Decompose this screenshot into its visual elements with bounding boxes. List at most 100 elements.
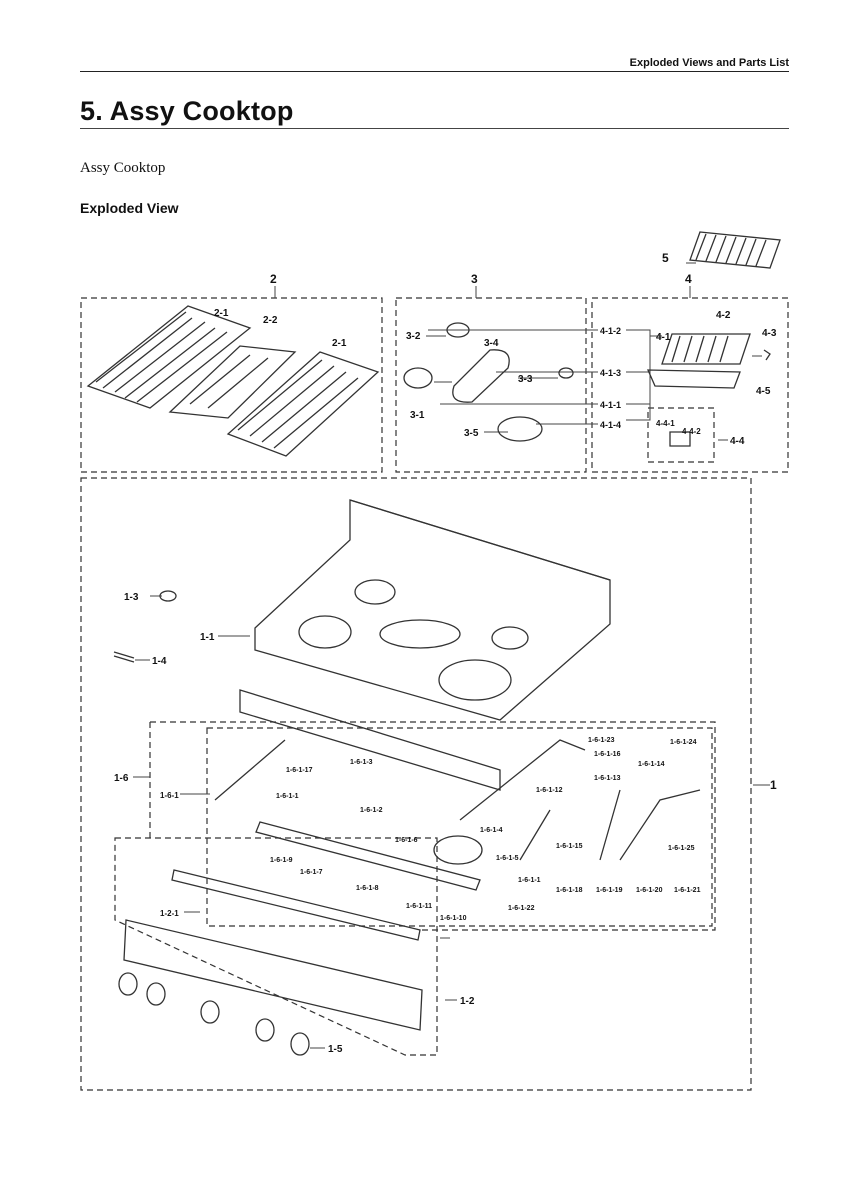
callout-label: 4-1-4 bbox=[600, 420, 621, 430]
callout-label: 4-1-3 bbox=[600, 368, 621, 378]
exploded-view-heading: Exploded View bbox=[80, 200, 179, 216]
callout-label: 1-6 bbox=[114, 773, 129, 784]
title-rule bbox=[80, 128, 789, 129]
callout-label: 1 bbox=[770, 778, 777, 792]
burner-cap-medium-icon bbox=[403, 367, 433, 389]
callout-label: 1-6-1-18 bbox=[556, 887, 583, 894]
callout-label: 1-6-1-22 bbox=[508, 905, 535, 912]
griddle-tray-icon bbox=[646, 369, 741, 389]
callout-label: 4-4-2 bbox=[682, 427, 701, 436]
callout-label: 4-4 bbox=[730, 436, 745, 447]
callout-label: 1-6-1-21 bbox=[674, 887, 701, 894]
callout-label: 1-6-1-9 bbox=[270, 857, 293, 864]
callout-label: 1-4 bbox=[152, 656, 167, 667]
cooktop-panel-icon bbox=[254, 499, 611, 721]
screw-1-4-icon bbox=[113, 651, 135, 663]
callout-label: 1-6-1-16 bbox=[594, 751, 621, 758]
callout-label: 3-2 bbox=[406, 331, 421, 342]
group-4-4-box bbox=[647, 407, 715, 463]
callout-label: 1-6-1-19 bbox=[596, 887, 623, 894]
callout-label: 2 bbox=[270, 272, 277, 286]
callout-label: 1-6-1-24 bbox=[670, 739, 697, 746]
grate-center-icon bbox=[168, 345, 297, 419]
group-1-box bbox=[80, 477, 752, 1091]
oval-burner-cap-icon bbox=[452, 349, 510, 403]
callout-labels: 5 2 3 4 1 2-1 2-2 2-1 3-2 3-4 3-3 3-1 3-… bbox=[114, 251, 777, 1055]
callout-label: 1-6-1-17 bbox=[286, 767, 313, 774]
griddle-grate-icon bbox=[661, 333, 751, 365]
bracket-icon bbox=[669, 431, 691, 447]
callout-label: 1-6-1 bbox=[160, 791, 179, 800]
callout-label: 1-6-1-25 bbox=[668, 845, 695, 852]
callout-label: 3-1 bbox=[410, 410, 425, 421]
callout-label: 1-6-1-3 bbox=[350, 759, 373, 766]
grate-left-icon bbox=[86, 305, 252, 409]
callout-label: 4-4-1 bbox=[656, 419, 675, 428]
gas-tubes-icon bbox=[214, 739, 701, 861]
manifold-bracket-icon bbox=[239, 689, 501, 791]
callout-label: 1-6-1-23 bbox=[588, 737, 615, 744]
burner-head-icon bbox=[497, 416, 543, 442]
callout-label: 4-2 bbox=[716, 310, 731, 321]
callout-label: 2-1 bbox=[332, 338, 347, 349]
callout-label: 1-6-1-12 bbox=[536, 787, 563, 794]
callout-label: 1-1 bbox=[200, 632, 215, 643]
callout-label: 1-6-1-5 bbox=[496, 855, 519, 862]
callout-label: 1-6-1-14 bbox=[638, 761, 665, 768]
burner-cap-mini-icon bbox=[558, 367, 574, 379]
callout-label: 1-6-1-10 bbox=[440, 915, 467, 922]
callout-label: 1-6-1-15 bbox=[556, 843, 583, 850]
callout-label: 1-6-1-8 bbox=[356, 885, 379, 892]
running-header: Exploded Views and Parts List bbox=[629, 57, 789, 69]
callout-label: 2-2 bbox=[263, 315, 278, 326]
cap-1-3-icon bbox=[159, 590, 177, 602]
group-2-box bbox=[80, 297, 383, 473]
group-1-6-1-box bbox=[206, 727, 713, 927]
group-1-6-box bbox=[149, 721, 716, 931]
burner-cap-small-icon bbox=[446, 322, 470, 338]
grate-right-icon bbox=[226, 351, 380, 457]
knob-icon[interactable] bbox=[290, 1032, 310, 1056]
callout-label: 1-6-1-6 bbox=[395, 837, 418, 844]
control-knobs bbox=[118, 972, 310, 1056]
callout-label: 3 bbox=[471, 272, 478, 286]
clip-icon bbox=[763, 349, 771, 361]
callout-label: 1-6-1-7 bbox=[300, 869, 323, 876]
callout-label: 4 bbox=[685, 272, 692, 286]
callout-label: 4-1-2 bbox=[600, 326, 621, 336]
callout-label: 1-6-1-1 bbox=[276, 793, 299, 800]
knob-icon[interactable] bbox=[118, 972, 138, 996]
callout-label: 1-6-1-20 bbox=[636, 887, 663, 894]
callout-label: 2-1 bbox=[214, 308, 229, 319]
callout-label: 4-1-1 bbox=[600, 400, 621, 410]
section-title: 5. Assy Cooktop bbox=[80, 96, 294, 126]
callout-label: 5 bbox=[662, 251, 669, 265]
knob-icon[interactable] bbox=[146, 982, 166, 1006]
control-panel-icon bbox=[123, 919, 423, 1031]
assembly-name: Assy Cooktop bbox=[80, 160, 166, 176]
callout-label: 4-3 bbox=[762, 328, 777, 339]
callout-label: 1-2 bbox=[460, 996, 475, 1007]
knob-icon[interactable] bbox=[255, 1018, 275, 1042]
callout-label: 3-3 bbox=[518, 374, 533, 385]
callout-label: 1-5 bbox=[328, 1044, 343, 1055]
callout-label: 3-4 bbox=[484, 338, 499, 349]
callout-label: 1-6-1-13 bbox=[594, 775, 621, 782]
group-1-2-box bbox=[114, 837, 438, 1056]
callout-label: 4-1 bbox=[656, 332, 671, 343]
burner-1-6-1-5-icon bbox=[433, 835, 483, 865]
knob-icon[interactable] bbox=[200, 1000, 220, 1024]
callout-label: 1-6-1-1 bbox=[518, 877, 541, 884]
callout-label: 1-6-1-4 bbox=[480, 827, 503, 834]
gas-manifold-icon bbox=[255, 821, 481, 891]
callout-label: 1-6-1-11 bbox=[406, 903, 432, 910]
callout-label: 3-5 bbox=[464, 428, 479, 439]
header-rule bbox=[80, 71, 789, 72]
control-bracket-icon bbox=[171, 869, 421, 941]
group-4-box bbox=[591, 297, 789, 473]
callout-label: 4-5 bbox=[756, 386, 771, 397]
callout-label: 1-6-1-2 bbox=[360, 807, 383, 814]
callout-label: 1-2-1 bbox=[160, 909, 179, 918]
wok-grate-icon bbox=[689, 231, 781, 269]
